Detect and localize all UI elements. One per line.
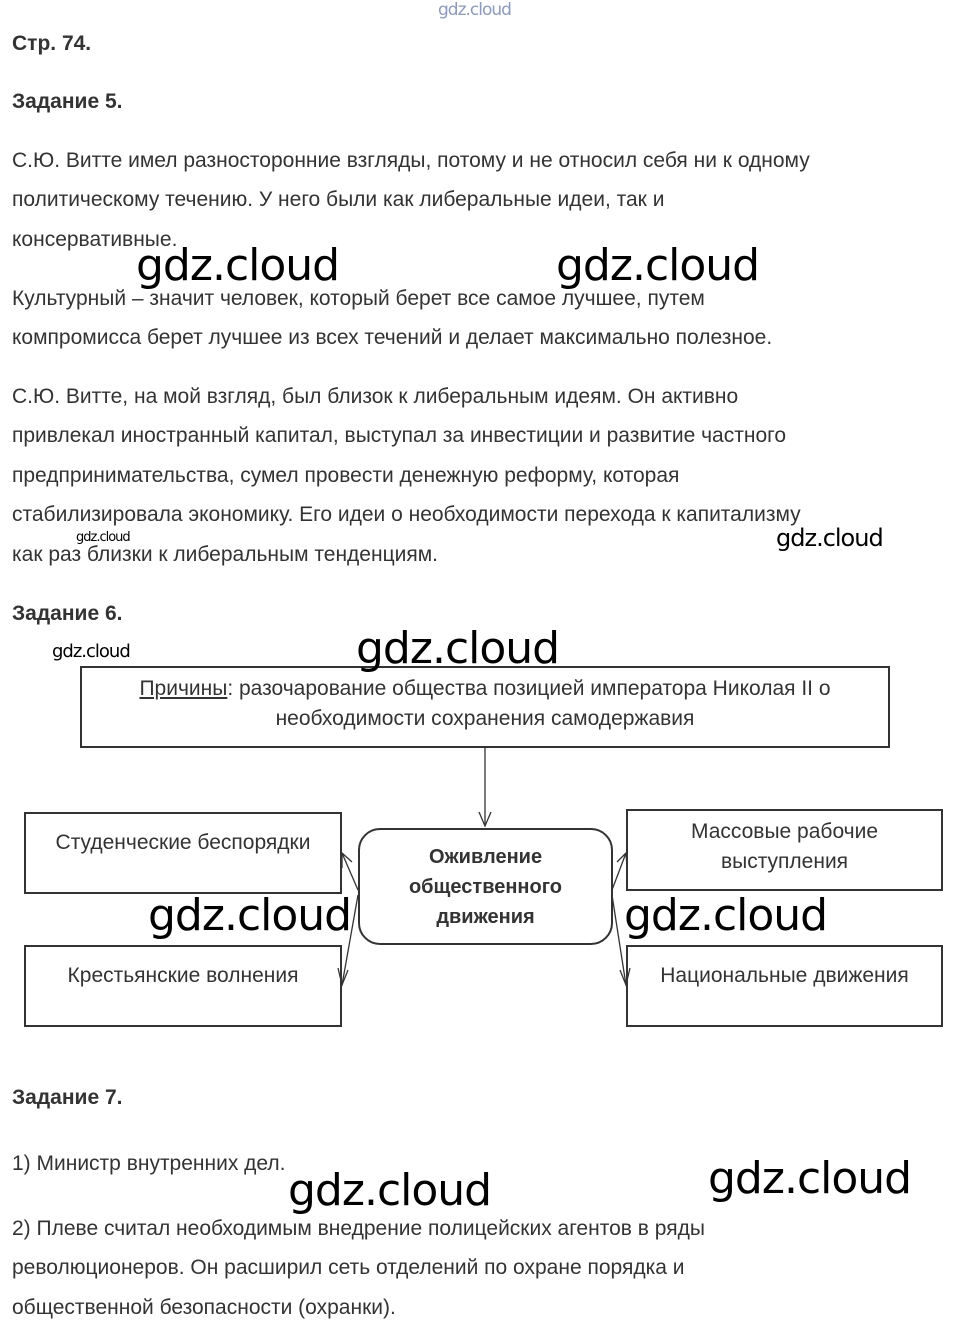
line: Оживление xyxy=(428,846,543,868)
causes-line-2: необходимости сохранения самодержавия xyxy=(275,707,695,730)
line: общественной безопасности (охранки). xyxy=(12,1295,396,1319)
line: стабилизировала экономику. Его идеи о не… xyxy=(12,503,801,527)
task5-paragraph-1: С.Ю. Витте имел разносторонние взгляды, … xyxy=(12,141,810,259)
line: политическому течению. У него были как л… xyxy=(12,188,665,212)
causes-label: Причины xyxy=(139,677,228,700)
line: как раз близки к либеральным тенденциям. xyxy=(12,542,438,566)
line: революционеров. Он расширил сеть отделен… xyxy=(12,1256,685,1280)
arrow-to-national xyxy=(611,894,627,986)
national-box: Национальные движения xyxy=(626,945,943,1027)
watermark: gdz.cloud xyxy=(356,623,560,674)
watermark: gdz.cloud xyxy=(624,890,828,941)
watermark: gdz.cloud xyxy=(776,524,884,552)
task7-title: Задание 7. xyxy=(12,1086,123,1109)
task5-title: Задание 5. xyxy=(12,90,123,113)
line: консервативные. xyxy=(12,227,178,251)
watermark: gdz.cloud xyxy=(556,240,760,291)
task7-answer-2: 2) Плеве считал необходимым внедрение по… xyxy=(12,1209,705,1327)
line: выступления xyxy=(720,850,849,873)
line: привлекал иностранный капитал, выступал … xyxy=(12,424,786,448)
arrow-to-peasants xyxy=(341,894,359,986)
workers-box: Массовые рабочие выступления xyxy=(626,809,943,891)
peasants-box: Крестьянские волнения xyxy=(24,945,342,1027)
line: предпринимательства, сумел провести дене… xyxy=(12,463,680,487)
watermark: gdz.cloud xyxy=(288,1165,492,1216)
watermark: gdz.cloud xyxy=(52,641,131,662)
line: Культурный – значит человек, который бер… xyxy=(12,287,705,310)
line: 2) Плеве считал необходимым внедрение по… xyxy=(12,1217,705,1240)
causes-box: Причины: разочарование общества позицией… xyxy=(80,666,890,748)
task5-paragraph-3: С.Ю. Витте, на мой взгляд, был близок к … xyxy=(12,377,801,574)
task7-answer-1: 1) Министр внутренних дел. xyxy=(12,1152,286,1175)
line: С.Ю. Витте имел разносторонние взгляды, … xyxy=(12,149,810,172)
arrow-to-students xyxy=(341,852,359,891)
watermark: gdz.cloud xyxy=(148,890,352,941)
watermark: gdz.cloud xyxy=(708,1153,912,1204)
watermark: gdz.cloud xyxy=(136,240,340,291)
watermark: gdz.cloud xyxy=(76,530,131,545)
line: движения xyxy=(436,906,535,928)
line: С.Ю. Витте, на мой взгляд, был близок к … xyxy=(12,385,739,408)
causes-line-1: Причины: разочарование общества позицией… xyxy=(82,674,888,704)
page-label: Стр. 74. xyxy=(12,32,92,55)
line: общественного xyxy=(408,876,563,898)
task6-title: Задание 6. xyxy=(12,602,123,625)
line: компромисса берет лучшее из всех течений… xyxy=(12,326,773,350)
task5-paragraph-2: Культурный – значит человек, который бер… xyxy=(12,279,772,358)
arrow-to-workers xyxy=(611,852,627,891)
header-watermark: gdz.cloud xyxy=(438,0,512,20)
center-box: Оживление общественного движения xyxy=(358,828,613,945)
students-box: Студенческие беспорядки xyxy=(24,812,342,894)
line: Массовые рабочие xyxy=(690,820,879,843)
causes-text: : разочарование общества позицией импера… xyxy=(227,677,831,700)
